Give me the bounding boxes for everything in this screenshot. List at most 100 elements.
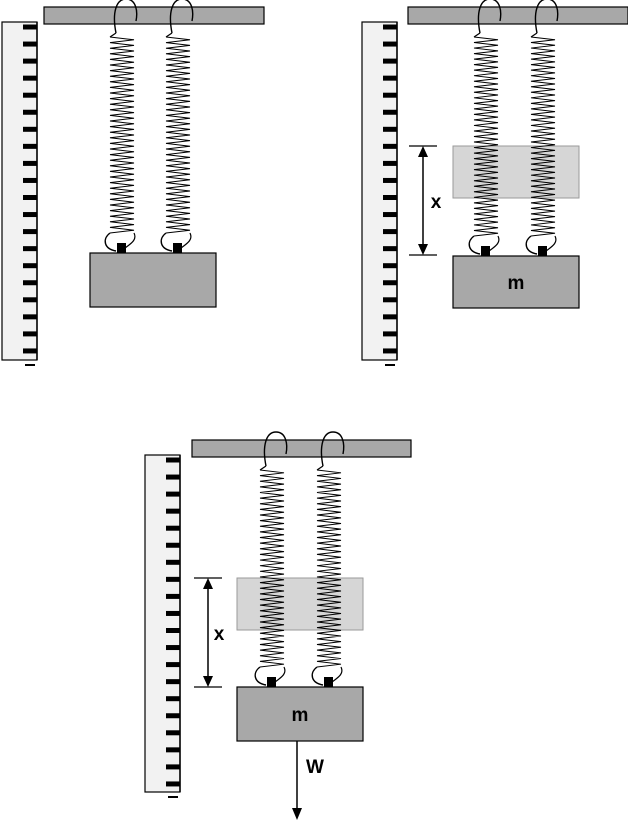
spring-top-hook — [263, 431, 288, 467]
ruler — [1, 21, 38, 361]
support-bar — [191, 439, 412, 458]
ruler-tick — [23, 348, 37, 354]
ruler-tick — [383, 109, 397, 115]
spring-top-hook — [534, 0, 559, 34]
panel-unloaded — [1, 0, 265, 366]
ruler-tick — [23, 246, 37, 252]
support-bar — [43, 6, 265, 25]
ruler-tick — [383, 212, 397, 218]
spring-coils — [530, 36, 556, 237]
ruler-tick — [383, 331, 397, 337]
ruler-tick — [23, 92, 37, 98]
spring-lead — [165, 32, 173, 38]
panel-loaded-with-weight: m xW — [144, 431, 412, 820]
spring-coils — [259, 469, 285, 668]
panel-loaded: mx — [361, 0, 628, 366]
ruler-tick — [166, 679, 180, 685]
ruler-tick — [383, 58, 397, 64]
mass-label: m — [292, 705, 309, 726]
spring-lead — [530, 32, 538, 38]
ruler-tick — [166, 593, 180, 599]
extension-arrow-head-down — [203, 676, 213, 687]
spring-top-hook — [113, 0, 138, 34]
ruler-tick — [383, 297, 397, 303]
ruler-tick — [383, 126, 397, 132]
ruler-tick — [383, 160, 397, 166]
ruler-tick — [383, 263, 397, 269]
ruler-tick — [23, 314, 37, 320]
spring-bottom-hook — [104, 232, 117, 252]
ruler-tick — [166, 747, 180, 753]
spring-top-hook — [169, 0, 194, 34]
ruler-tick — [23, 177, 37, 183]
ruler-tick — [23, 195, 37, 200]
ruler-tick — [166, 764, 180, 770]
mass-block — [89, 252, 217, 308]
ruler — [361, 21, 398, 361]
ruler-tick — [23, 280, 37, 286]
ruler-tick — [383, 314, 397, 320]
ruler-tick — [166, 662, 180, 668]
spring-clip — [173, 243, 182, 259]
spring-top-hook — [477, 0, 502, 34]
ruler-tick — [383, 348, 397, 354]
ruler-tick — [383, 24, 397, 30]
ruler-tick — [23, 75, 37, 81]
ruler-tick — [166, 628, 180, 633]
spring-bottom-hook — [468, 235, 481, 255]
ruler-tick — [383, 280, 397, 286]
ruler-tick — [166, 696, 180, 702]
spring-bottom-hook — [311, 666, 324, 686]
ruler-tick — [23, 297, 37, 303]
spring-clip — [267, 677, 276, 693]
ruler-tick — [166, 781, 180, 787]
spring-bottom-hook — [525, 235, 538, 255]
spring-lead — [259, 465, 267, 471]
extension-arrow-head-up — [418, 146, 428, 157]
spring-bottom-hook — [254, 666, 267, 686]
ruler-tick — [166, 474, 180, 480]
spring-clip — [538, 246, 547, 262]
weight-label: W — [306, 757, 324, 778]
spring-lead — [109, 32, 117, 38]
spring-lead — [316, 465, 324, 471]
ruler-tick — [383, 41, 397, 47]
ruler-tick — [166, 457, 180, 463]
mass-block — [452, 255, 580, 309]
spring-coils — [316, 469, 342, 668]
ruler-tick — [166, 508, 180, 514]
mass-block — [236, 686, 364, 742]
initial-position-block — [236, 577, 364, 631]
spring-bottom-hook — [160, 232, 173, 252]
ruler-tick — [166, 525, 180, 531]
spring-clip — [117, 243, 126, 259]
spring-coils — [473, 36, 499, 237]
ruler-tick — [383, 92, 397, 98]
ruler-tick — [383, 195, 397, 200]
ruler-tick — [166, 559, 180, 565]
ruler-tick — [383, 177, 397, 183]
extension-arrow-head-down — [418, 244, 428, 255]
spring-coils — [109, 36, 135, 234]
ruler-tick — [166, 645, 180, 651]
ruler-tick — [166, 542, 180, 548]
extension-label: x — [214, 624, 225, 645]
support-bar — [407, 6, 628, 25]
ruler-tick — [23, 109, 37, 115]
ruler-tick — [23, 263, 37, 269]
ruler-tick — [166, 713, 180, 719]
ruler-tick — [23, 160, 37, 166]
ruler-tick — [23, 41, 37, 47]
ruler-tick — [23, 331, 37, 337]
ruler-tick — [383, 229, 397, 235]
ruler-tick — [23, 229, 37, 235]
ruler-tick — [383, 143, 397, 149]
ruler-tick — [166, 491, 180, 497]
extension-arrow-head-up — [203, 578, 213, 589]
ruler-tick — [23, 212, 37, 218]
ruler-tick — [383, 75, 397, 81]
ruler-tick — [383, 246, 397, 252]
ruler-tick — [23, 58, 37, 64]
spring-lead — [473, 32, 481, 38]
